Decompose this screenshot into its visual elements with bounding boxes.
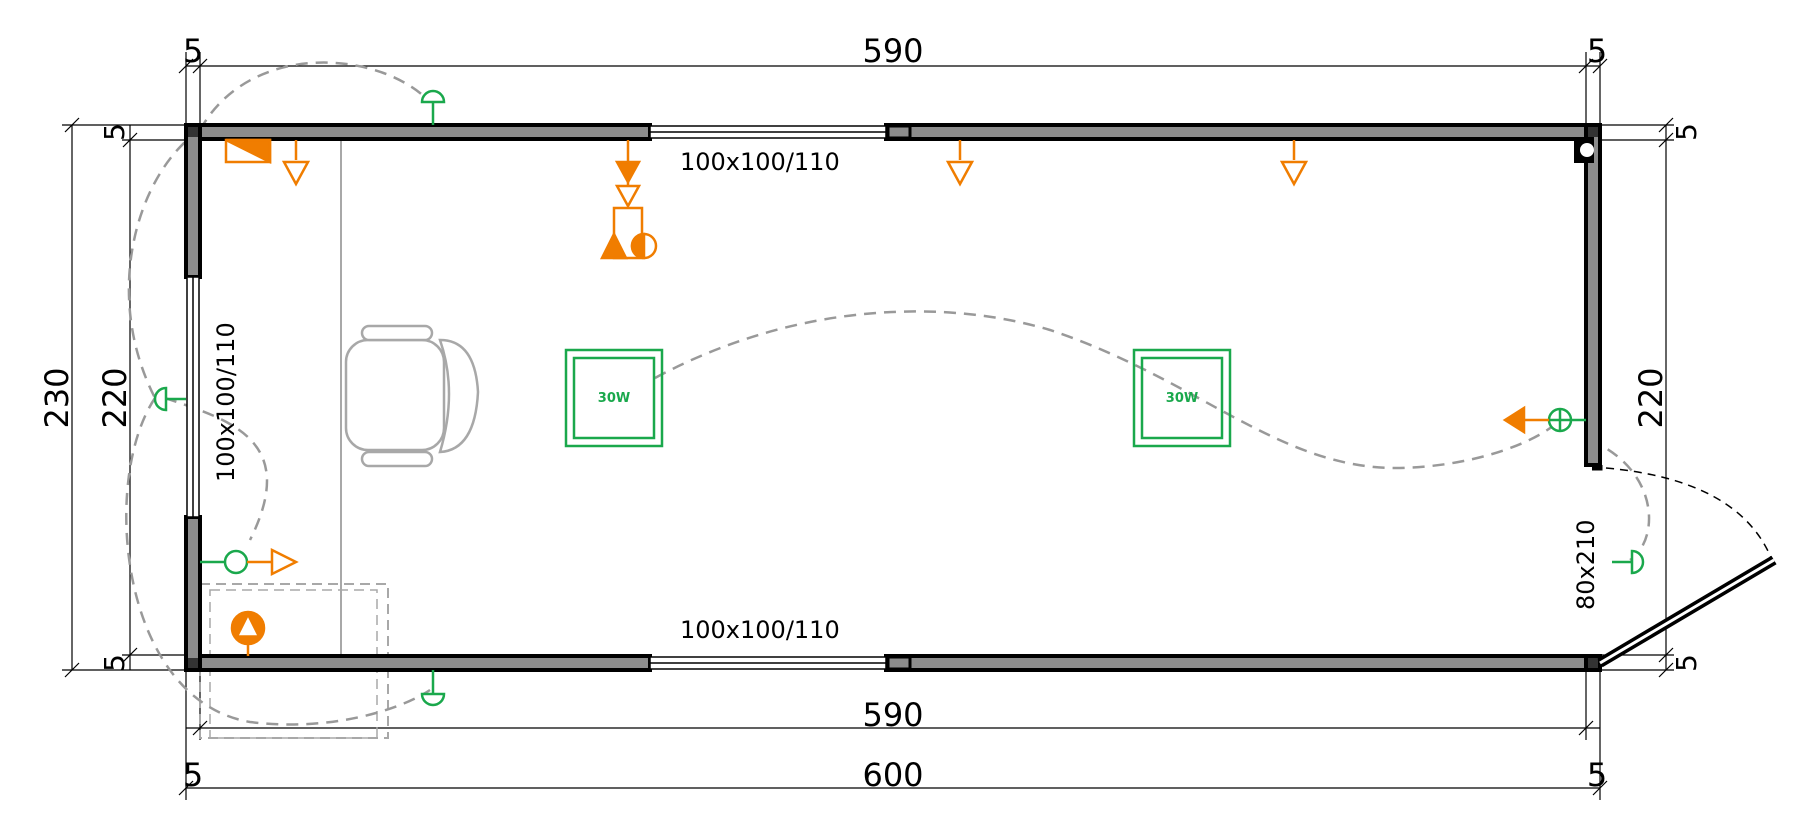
window-top <box>649 124 912 140</box>
window-bottom-label: 100x100/110 <box>680 616 840 644</box>
walls <box>184 123 1603 672</box>
dim-left-top-end: 5 <box>98 123 131 141</box>
corner-fixture <box>1574 137 1594 163</box>
window-left-label: 100x100/110 <box>212 322 240 482</box>
window-bottom <box>649 655 912 671</box>
dim-right-bottom-end: 5 <box>1670 654 1703 672</box>
dim-bottom-overall: 600 <box>862 756 923 794</box>
ceiling-light-1-watt: 30W <box>598 391 630 406</box>
power-symbols <box>224 138 1549 656</box>
office-chair <box>344 324 480 468</box>
dim-right-inner: 220 <box>1632 367 1670 428</box>
dimension-lines <box>62 52 1674 800</box>
ceiling-light-2 <box>1132 348 1232 448</box>
dim-top-span: 590 <box>862 32 923 70</box>
window-top-label: 100x100/110 <box>680 148 840 176</box>
dim-left-bottom-end: 5 <box>98 654 131 672</box>
dim-top-left-end: 5 <box>183 32 203 70</box>
ceiling-light-2-watt: 30W <box>1166 391 1198 406</box>
light-switch-symbols <box>153 89 1645 707</box>
dim-bottom-span: 590 <box>862 696 923 734</box>
door-label: 80x210 <box>1572 519 1600 610</box>
dim-left-overall: 230 <box>38 367 76 428</box>
dim-bottom-right-end: 5 <box>1587 756 1607 794</box>
door-leaf-inner <box>1599 558 1775 665</box>
dim-top-right-end: 5 <box>1587 32 1607 70</box>
dim-bottom-left-end: 5 <box>183 756 203 794</box>
dim-right-top-end: 5 <box>1670 123 1703 141</box>
door-swing-arc <box>1605 467 1773 561</box>
ceiling-light-1 <box>564 348 664 448</box>
dim-left-inner: 220 <box>96 367 134 428</box>
window-left <box>186 276 200 518</box>
